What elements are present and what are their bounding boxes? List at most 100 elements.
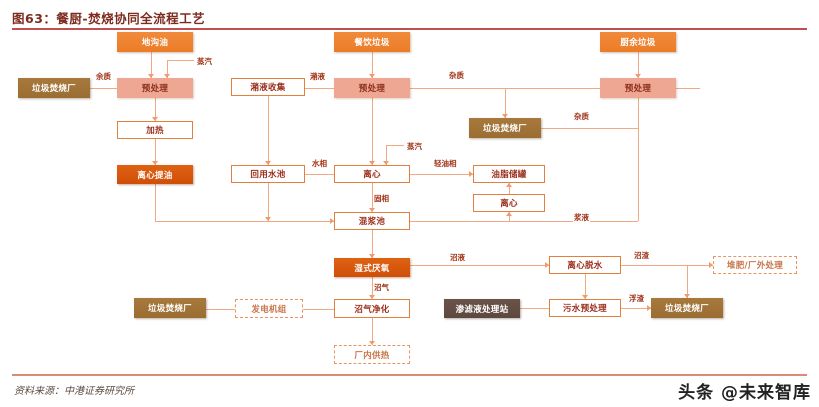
node-incinerator-scum: 垃圾焚烧厂 (651, 298, 723, 318)
connector-v (372, 318, 374, 345)
arrowhead (369, 207, 375, 212)
arrowhead (383, 160, 389, 165)
arrowhead (502, 113, 508, 118)
node-reuse-pool: 回用水池 (231, 165, 305, 183)
figure-title: 图63：餐厨-焚烧协同全流程工艺 (12, 11, 206, 26)
arrowhead (582, 294, 588, 299)
node-centrifuge-oil: 离心 (473, 194, 545, 212)
title-divider-top (12, 28, 807, 30)
arrowhead (684, 293, 690, 298)
connector-v (638, 98, 640, 128)
connector-v (509, 183, 511, 194)
arrowhead (708, 262, 713, 268)
connector-v (585, 274, 587, 299)
connector-v (638, 52, 640, 78)
connector-h (303, 308, 334, 310)
node-wet-anaerobic: 湿式厌氧 (334, 258, 410, 277)
connector-h (410, 265, 549, 267)
connector-v (372, 230, 374, 258)
connector-h (541, 128, 638, 130)
arrowhead (544, 262, 549, 268)
arrowhead (369, 73, 375, 78)
node-heating: 加热 (117, 121, 193, 139)
node-oil-tank: 油脂储罐 (473, 165, 545, 183)
edge-label-light-oil: 轻油相 (433, 158, 458, 169)
edge-label-water-phase: 水相 (311, 158, 328, 169)
arrowhead (152, 116, 158, 121)
node-pretreat-oil: 预处理 (117, 78, 193, 98)
node-compost-offsite: 堆肥/厂外处理 (713, 256, 797, 274)
edge-label-impurity-mid: 杂质 (573, 111, 590, 122)
connector-v (372, 183, 374, 212)
connector-h (305, 174, 334, 176)
connector-h (621, 265, 713, 267)
arrowhead (265, 160, 271, 165)
arrowhead (152, 160, 158, 165)
flow-diagram-canvas: 地沟油餐饮垃圾厨余垃圾预处理预处理预处理垃圾焚烧厂垃圾焚烧厂垃圾焚烧厂垃圾焚烧厂… (0, 30, 819, 374)
edge-label-impurity-top: 杂质 (448, 70, 465, 81)
arrowhead (369, 294, 375, 299)
connector-h (305, 88, 334, 90)
connector-h (90, 88, 117, 90)
node-centrifuge-main: 离心 (334, 165, 410, 183)
node-incinerator-left: 垃圾焚烧厂 (18, 78, 90, 98)
node-waste-oil: 地沟油 (117, 32, 193, 52)
node-leachate-station: 渗滤液处理站 (444, 299, 520, 318)
connector-h (386, 145, 404, 147)
node-catering-waste: 餐饮垃圾 (334, 32, 410, 52)
edge-label-solid-phase: 固相 (373, 193, 390, 204)
node-sewage-pretreat: 污水预处理 (549, 299, 621, 317)
connector-v (151, 52, 153, 78)
connector-h (520, 308, 549, 310)
arrowhead (164, 73, 170, 78)
connector-v (268, 183, 270, 221)
connector-v (509, 212, 511, 221)
edge-label-steam-oil: 蒸汽 (196, 56, 213, 67)
node-centrifugal-dewater: 离心脱水 (549, 256, 621, 274)
connector-h (410, 221, 638, 223)
connector-h (206, 308, 235, 310)
connector-v (268, 96, 270, 165)
arrowhead (369, 340, 375, 345)
arrowhead (329, 218, 334, 224)
footer-divider (12, 374, 807, 376)
node-incinerator-gen: 垃圾焚烧厂 (134, 298, 206, 318)
node-biogas-purify: 沼气净化 (334, 299, 410, 318)
arrowhead (265, 216, 271, 221)
connector-v (505, 88, 507, 118)
node-power-unit: 发电机组 (235, 299, 303, 318)
connector-v (687, 265, 689, 298)
node-centrifugal-oil: 离心提油 (117, 165, 193, 184)
arrowhead (468, 171, 473, 177)
connector-h (155, 221, 334, 223)
arrowhead (506, 183, 512, 187)
node-pretreat-kitchen: 预处理 (600, 78, 676, 98)
edge-label-biogas: 沼气 (373, 282, 390, 293)
edge-label-scum: 浮渣 (628, 293, 645, 304)
edge-label-steam-centri: 蒸汽 (406, 141, 423, 152)
edge-label-residue-left: 余质 (95, 71, 112, 82)
connector-v (386, 145, 388, 165)
source-note: 资料来源：中港证券研究所 (14, 386, 134, 397)
arrowhead (646, 305, 651, 311)
node-pretreat-catering: 预处理 (334, 78, 410, 98)
connector-h (410, 174, 473, 176)
connector-h (621, 308, 651, 310)
connector-h (167, 60, 194, 62)
connector-v (155, 98, 157, 121)
arrowhead (369, 160, 375, 165)
connector-h (410, 88, 700, 90)
connector-v (372, 98, 374, 165)
node-incinerator-mid: 垃圾焚烧厂 (469, 118, 541, 138)
node-slurry-pool: 混浆池 (334, 212, 410, 230)
edge-label-biogas-residue: 沼渣 (633, 250, 650, 261)
connector-v (155, 139, 157, 165)
edge-label-biogas-slurry: 沼液 (449, 252, 466, 263)
connector-v (638, 128, 640, 221)
arrowhead (369, 253, 375, 258)
node-plant-heating: 厂内供热 (334, 345, 410, 364)
connector-v (372, 52, 374, 78)
arrowhead (506, 212, 512, 216)
node-slop-collection: 潲液收集 (231, 78, 305, 96)
